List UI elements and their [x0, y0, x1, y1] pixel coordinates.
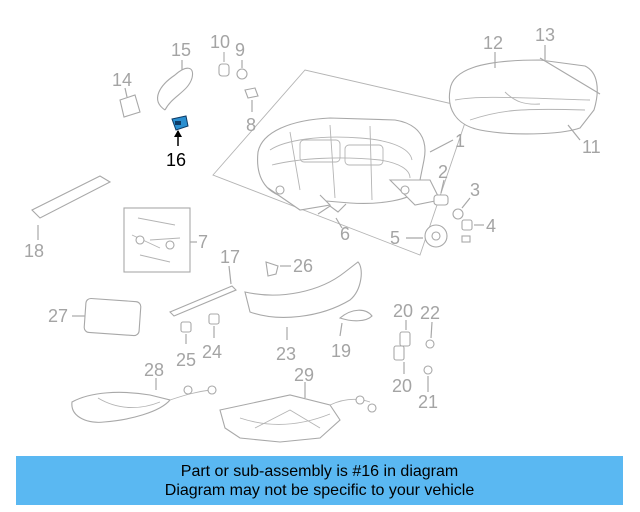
- label-24: 24: [202, 342, 222, 362]
- label-16: 16: [166, 150, 186, 170]
- label-25: 25: [176, 350, 196, 370]
- lever-19: [338, 309, 373, 337]
- label-28: 28: [144, 360, 164, 380]
- label-9: 9: [235, 40, 245, 60]
- label-27: 27: [48, 306, 68, 326]
- banner-line-1: Part or sub-assembly is #16 in diagram: [180, 463, 459, 480]
- part-3: [452, 197, 471, 220]
- label-3: 3: [470, 180, 480, 200]
- clip-24: [208, 313, 220, 338]
- hardware-kit-7: [123, 207, 197, 273]
- fastener-10: [218, 52, 230, 77]
- part-5: [406, 224, 448, 248]
- label-13: 13: [535, 25, 555, 45]
- spring-6: [317, 203, 347, 229]
- label-21: 21: [418, 392, 438, 412]
- highlighted-part-16: [171, 115, 189, 146]
- bolt-20-bottom: [393, 345, 405, 374]
- bracket-14: [119, 87, 141, 118]
- label-12: 12: [483, 33, 503, 53]
- fastener-8: [244, 87, 259, 112]
- label-10: 10: [210, 32, 230, 52]
- clip-21: [423, 365, 433, 392]
- rod-17: [169, 265, 237, 317]
- label-29: 29: [294, 365, 314, 385]
- fastener-9: [236, 60, 248, 80]
- info-banner: Part or sub-assembly is #16 in diagram D…: [16, 456, 623, 505]
- label-1: 1: [455, 131, 465, 151]
- label-19: 19: [331, 341, 351, 361]
- label-8: 8: [246, 115, 256, 135]
- bolt-near-4: [461, 235, 471, 243]
- label-2: 2: [438, 162, 448, 182]
- seat-cushion: [448, 57, 601, 135]
- label-15: 15: [171, 40, 191, 60]
- label-22: 22: [420, 303, 440, 323]
- label-26: 26: [293, 256, 313, 276]
- banner-line-2: Diagram may not be specific to your vehi…: [164, 482, 475, 499]
- side-shield-23: [244, 261, 362, 340]
- bolt-20-top: [399, 320, 411, 347]
- label-4: 4: [486, 216, 496, 236]
- part-2: [433, 179, 449, 206]
- cable-15: [157, 60, 194, 111]
- clip-22: [425, 321, 435, 349]
- pad-27: [72, 297, 142, 337]
- bolt-26: [265, 261, 291, 277]
- label-20-top: 20: [393, 301, 413, 321]
- part-4: [461, 219, 484, 231]
- label-5: 5: [390, 228, 400, 248]
- label-6: 6: [340, 224, 350, 244]
- rail-cover-18: [31, 175, 112, 240]
- label-7: 7: [198, 232, 208, 252]
- label-20-bottom: 20: [392, 376, 412, 396]
- heater-28: [71, 378, 217, 423]
- label-18: 18: [24, 241, 44, 261]
- clip-25: [180, 321, 192, 344]
- label-14: 14: [112, 70, 132, 90]
- label-11: 11: [582, 137, 601, 157]
- heater-mat-29: [219, 382, 377, 443]
- label-23: 23: [276, 344, 296, 364]
- seat-frame-assembly: [212, 69, 471, 256]
- label-17: 17: [220, 247, 240, 267]
